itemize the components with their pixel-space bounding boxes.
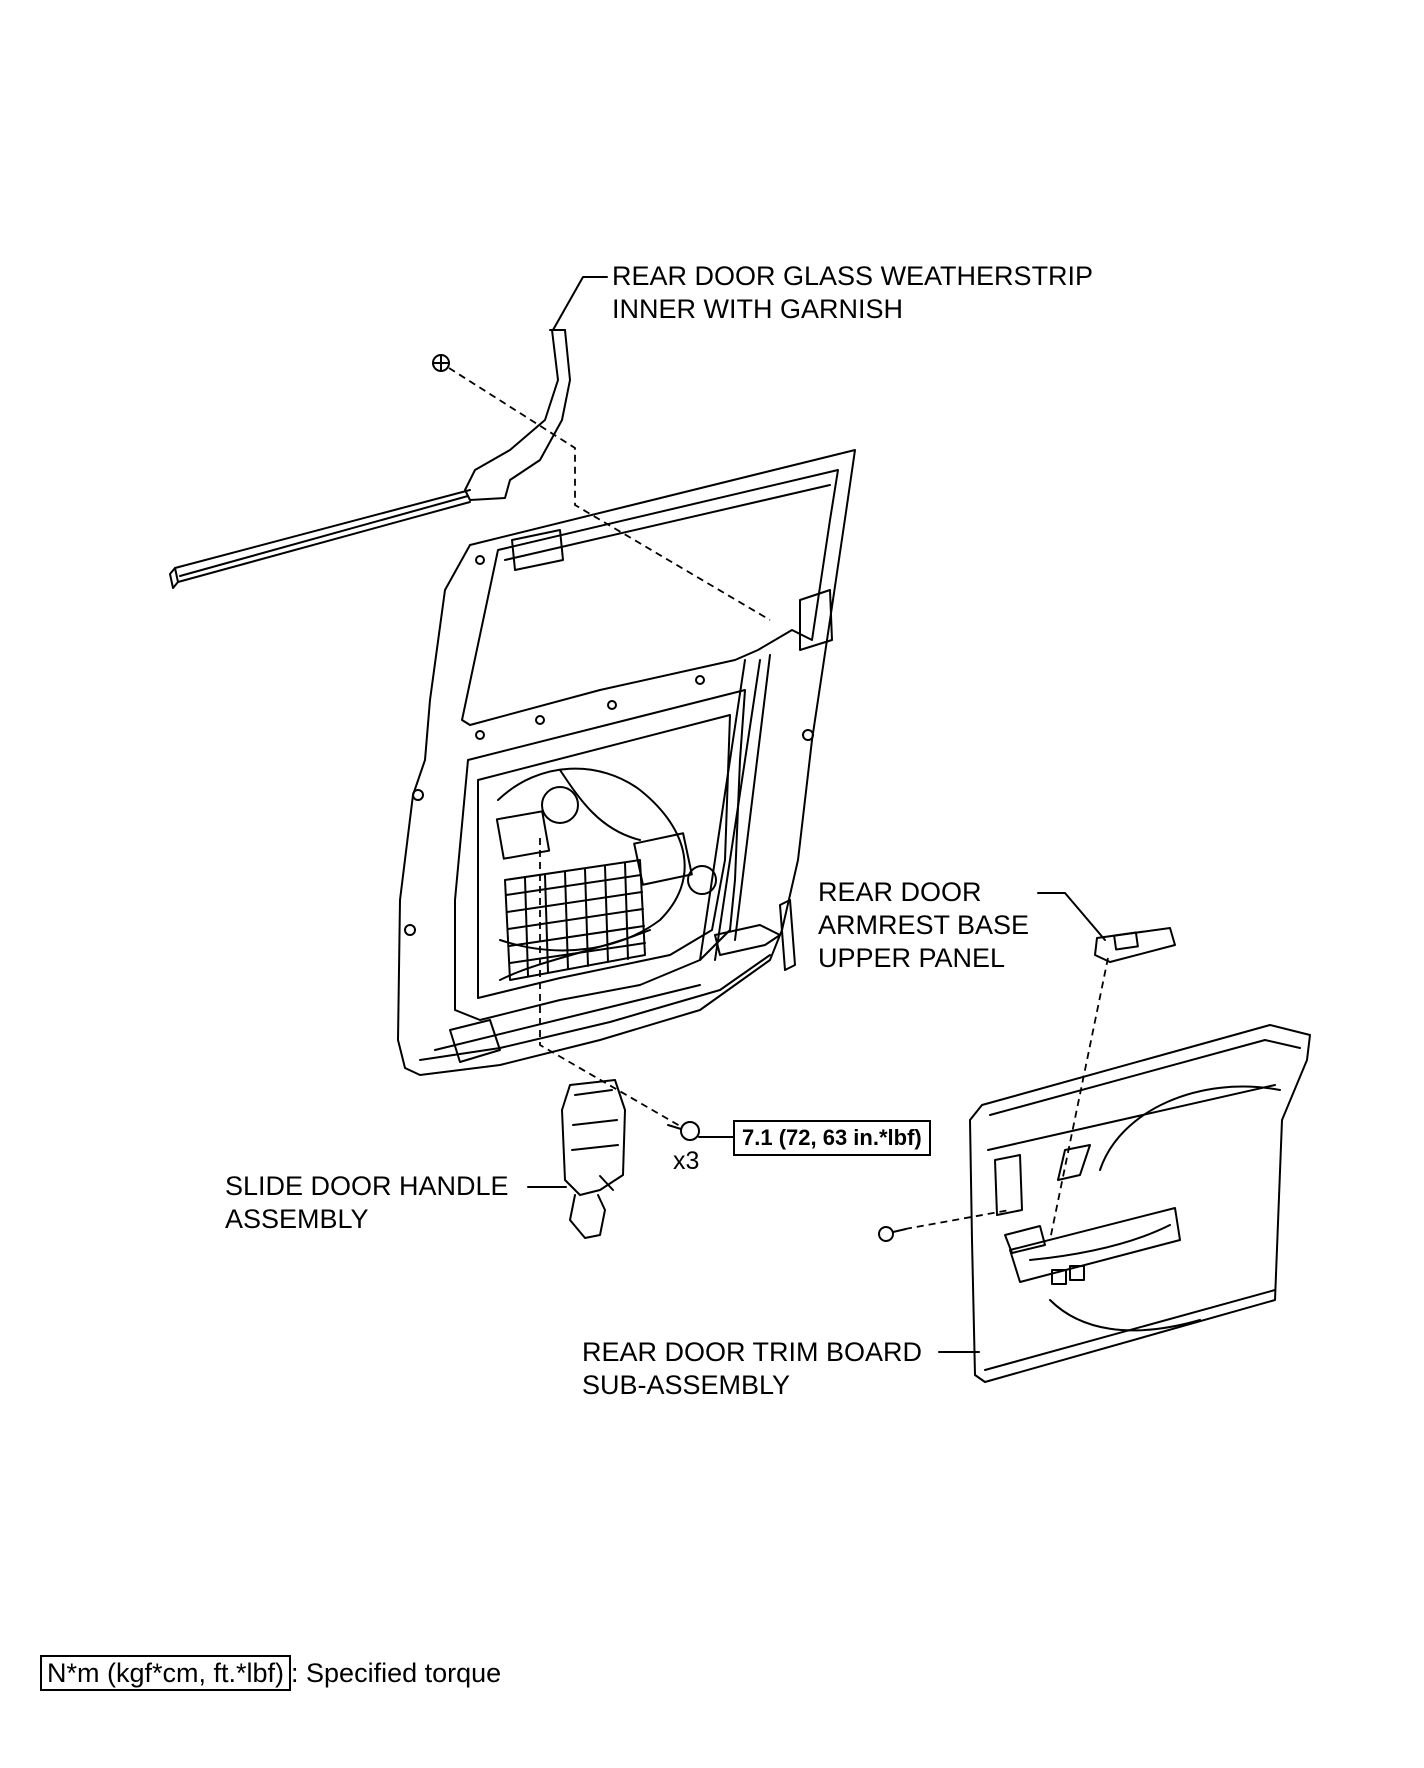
handle-bolt [667,1121,700,1141]
label-armrest-panel: REAR DOOR ARMREST BASE UPPER PANEL [818,877,1030,973]
armrest-panel-part [1094,927,1176,963]
handle-part [561,1079,626,1239]
label-weatherstrip: REAR DOOR GLASS WEATHERSTRIP INNER WITH … [612,261,1094,324]
torque-spec-box: 7.1 (72, 63 in.*lbf) [733,1120,931,1156]
legend-text: : Specified torque [291,1658,502,1688]
assembly-dashed-lines [448,367,1109,1241]
trim-board-part [969,1024,1311,1383]
torque-legend: N*m (kgf*cm, ft.*lbf): Specified torque [40,1655,502,1691]
weatherstrip-part [169,329,571,589]
leader-lines [527,276,1106,1353]
clip-part [432,354,450,372]
door-panel [397,449,856,1076]
legend-unit-box: N*m (kgf*cm, ft.*lbf) [40,1655,292,1691]
label-handle-assembly: SLIDE DOOR HANDLE ASSEMBLY [225,1171,509,1234]
bolt-quantity: x3 [673,1147,700,1175]
label-trim-board: REAR DOOR TRIM BOARD SUB-ASSEMBLY [582,1337,923,1400]
trim-screw [878,1226,907,1242]
